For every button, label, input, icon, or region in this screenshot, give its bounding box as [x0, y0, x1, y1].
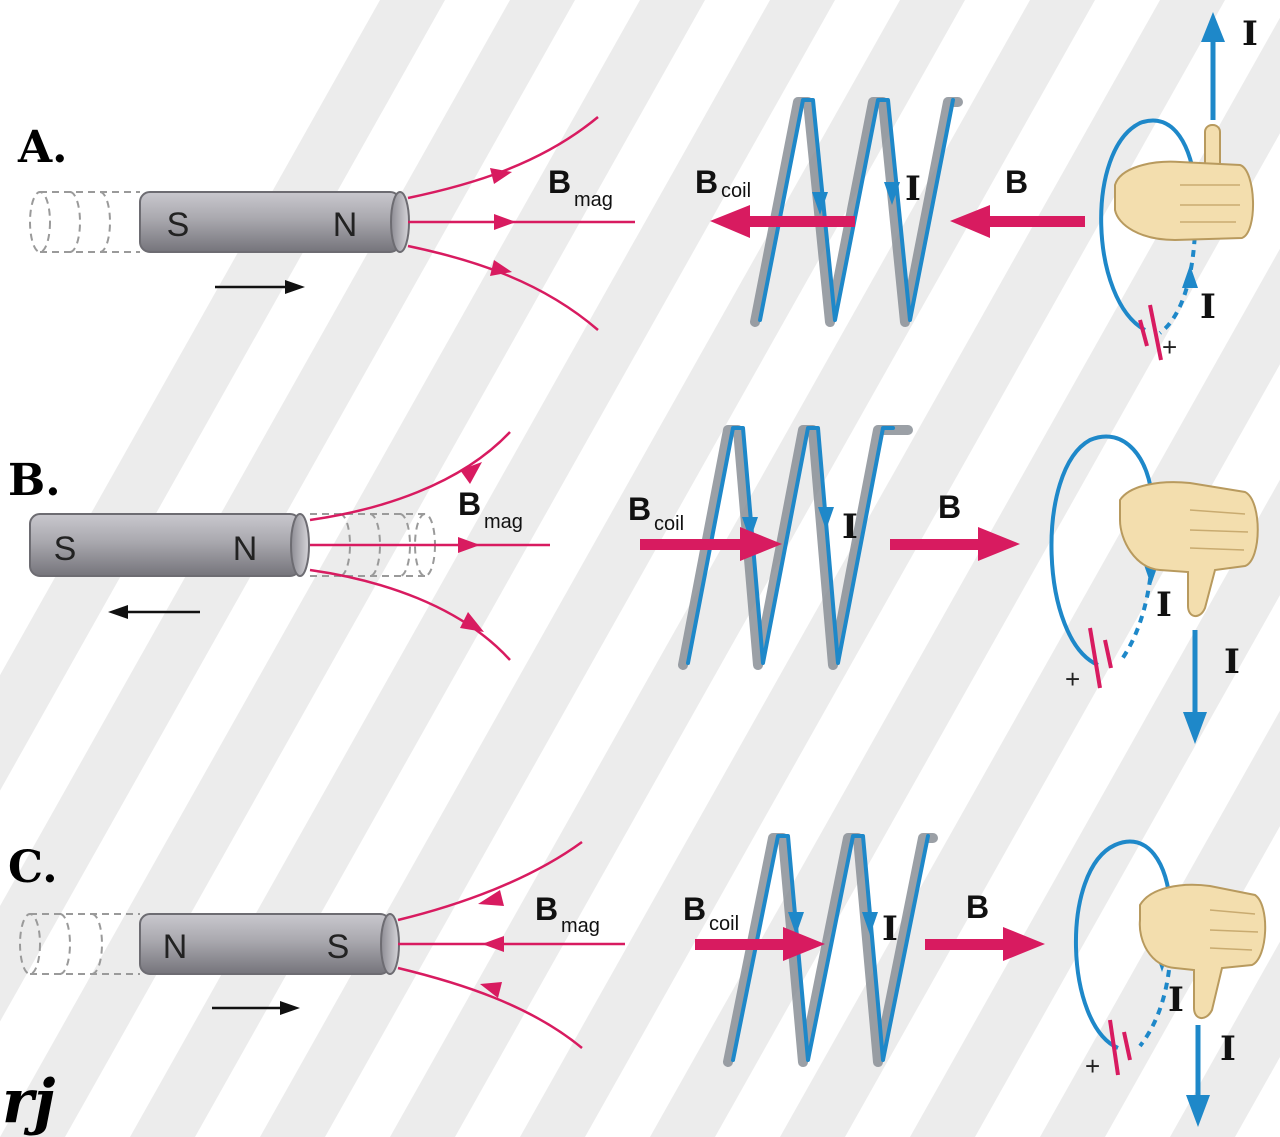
b-mag-label: B mag [548, 164, 613, 211]
bar-magnet: S N [29, 513, 310, 577]
b-coil-label: B coil [683, 891, 739, 935]
magnet-right-pole: S [327, 928, 350, 966]
b-subscript: coil [654, 513, 684, 535]
background-stripe [260, 0, 965, 1137]
magnet-field-lines [407, 116, 635, 331]
current-label-right: I [1220, 1029, 1236, 1069]
right-hand-thumb-icon [1119, 481, 1259, 617]
bar-magnet: N S [139, 913, 400, 975]
panel-label: B. [8, 455, 61, 506]
b-subscript: mag [484, 511, 523, 533]
background-stripe [0, 0, 575, 1022]
coil-current-label: I [842, 507, 858, 547]
down-current-arrow [1183, 630, 1207, 744]
b-symbol: B [695, 164, 718, 200]
b-field-label: B [938, 489, 961, 525]
panel-c: C. N S B mag [8, 833, 1267, 1127]
b-subscript: coil [709, 913, 739, 935]
b-field-label: B [1005, 164, 1028, 200]
b-symbol: B [628, 491, 651, 527]
background-stripe [910, 479, 1280, 1137]
b-field-arrow [950, 205, 1085, 238]
motion-arrow [108, 605, 200, 619]
current-label-left: I [1156, 585, 1172, 625]
b-field-label: B [966, 889, 989, 925]
coil-current-label: I [882, 909, 898, 949]
field-arrowheads [478, 890, 504, 998]
field-arrowheads [458, 462, 484, 632]
b-subscript: mag [561, 915, 600, 937]
ghost-magnet [19, 913, 140, 975]
field-arrowheads [490, 168, 516, 276]
motion-arrow [212, 1001, 300, 1015]
b-subscript: coil [721, 180, 751, 202]
current-label-right: I [1224, 642, 1240, 682]
coil [750, 97, 963, 327]
coil [678, 425, 913, 670]
b-field-arrow [925, 927, 1045, 961]
battery-icon [1088, 627, 1113, 689]
right-hand-thumb-icon [1114, 124, 1254, 242]
magnet-left-pole: S [167, 206, 190, 244]
magnet-field-lines [397, 840, 625, 1049]
signature: rj [2, 1067, 56, 1137]
magnet-left-pole: N [163, 928, 188, 966]
panel-label: A. [17, 122, 67, 173]
motion-arrow [215, 280, 305, 294]
b-mag-label: B mag [458, 486, 523, 533]
magnet-left-pole: S [54, 530, 77, 568]
panel-label: C. [8, 842, 58, 893]
b-mag-label: B mag [535, 891, 600, 937]
right-hand-thumb-icon [1138, 883, 1267, 1019]
b-symbol: B [683, 891, 706, 927]
battery-icon [1108, 1019, 1132, 1076]
current-label-top: I [1242, 14, 1258, 54]
b-coil-arrow [695, 927, 825, 961]
background-stripe [520, 0, 1225, 1137]
b-symbol: B [548, 164, 571, 200]
current-loop [1099, 118, 1198, 335]
battery-sign: + [1162, 332, 1177, 362]
b-subscript: mag [574, 189, 613, 211]
b-symbol: B [458, 486, 481, 522]
coil-current-label: I [905, 169, 921, 209]
battery-icon [1138, 304, 1163, 361]
b-symbol: B [535, 891, 558, 927]
current-label-left: I [1168, 980, 1184, 1020]
bar-magnet: S N [139, 191, 410, 253]
b-field-arrow [890, 527, 1020, 561]
panel-b: B. S N B mag [8, 425, 1259, 744]
down-current-arrow [1186, 1025, 1210, 1127]
panel-a: A. S N B mag [17, 12, 1258, 362]
battery-sign: + [1085, 1051, 1100, 1081]
magnet-right-pole: N [233, 530, 258, 568]
b-coil-label: B coil [695, 164, 751, 202]
b-coil-label: B coil [628, 491, 684, 535]
current-label-bottom: I [1200, 287, 1216, 327]
magnet-right-pole: N [333, 206, 358, 244]
ghost-magnet [29, 191, 140, 253]
up-current-arrow [1201, 12, 1225, 120]
b-coil-arrow [640, 527, 782, 561]
background-stripe [130, 0, 835, 1137]
background-stripe [650, 17, 1280, 1137]
battery-sign: + [1065, 664, 1080, 694]
coil [723, 833, 938, 1067]
b-coil-arrow [710, 205, 855, 238]
magnet-field-lines [309, 431, 550, 661]
